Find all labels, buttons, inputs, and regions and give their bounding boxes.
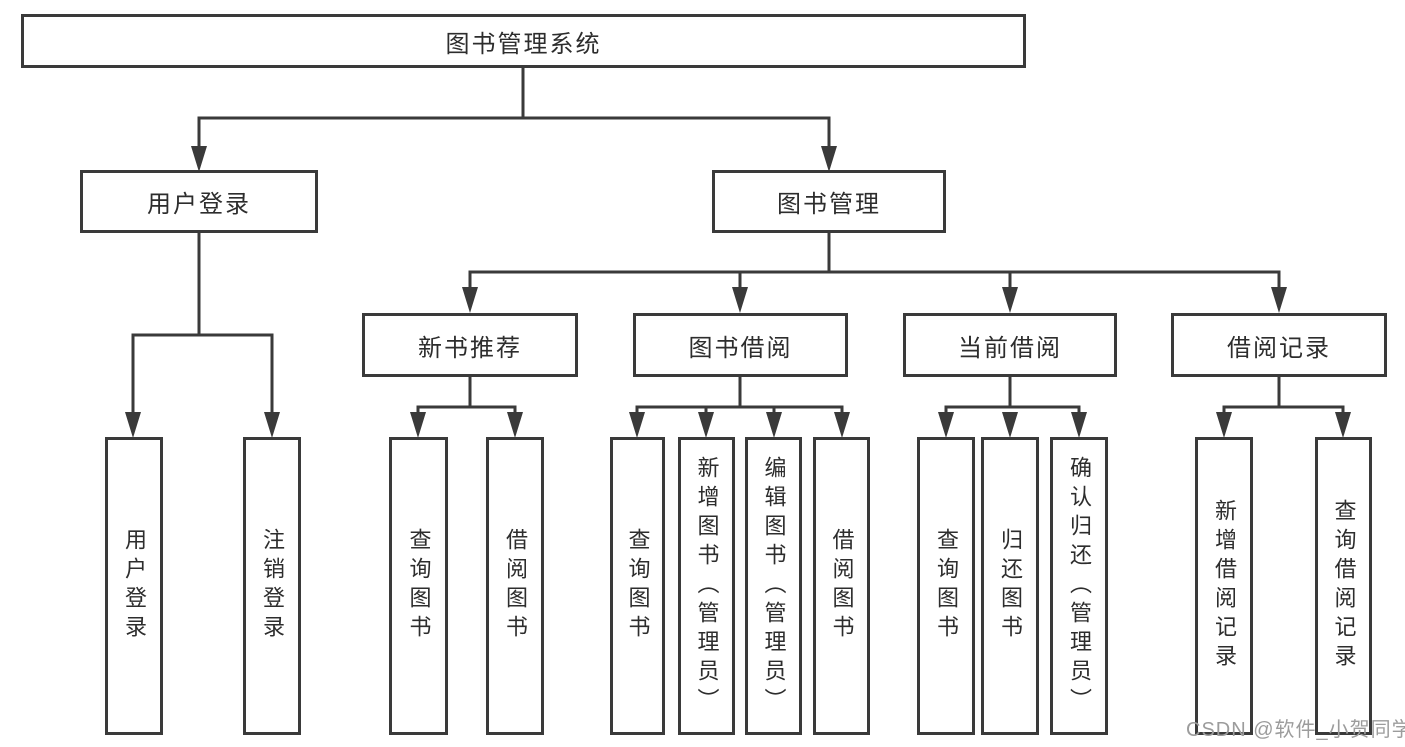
leaf-return-book: 归还图书: [981, 437, 1039, 735]
leaf-add-book-admin: 新增图书（管理员）: [678, 437, 735, 735]
node-borrowing-records: 借阅记录: [1171, 313, 1387, 377]
csdn-watermark: CSDN @软件_小贺同学: [1186, 719, 1405, 741]
node-book-borrowing: 图书借阅: [633, 313, 848, 377]
leaf-query-books-current: 查询图书: [917, 437, 975, 735]
leaf-borrow-books-recommend: 借阅图书: [486, 437, 544, 735]
node-library-management-system: 图书管理系统: [21, 14, 1026, 68]
node-current-borrowing: 当前借阅: [903, 313, 1117, 377]
leaf-query-books-borrowing: 查询图书: [610, 437, 665, 735]
node-new-book-recommendation: 新书推荐: [362, 313, 578, 377]
node-user-login: 用户登录: [80, 170, 318, 233]
leaf-user-login: 用户登录: [105, 437, 163, 735]
leaf-query-borrow-record: 查询借阅记录: [1315, 437, 1372, 735]
leaf-edit-book-admin: 编辑图书（管理员）: [745, 437, 802, 735]
leaf-logout: 注销登录: [243, 437, 301, 735]
leaf-query-books-recommend: 查询图书: [389, 437, 448, 735]
leaf-borrow-books-borrowing: 借阅图书: [813, 437, 870, 735]
leaf-confirm-return-admin: 确认归还（管理员）: [1050, 437, 1108, 735]
leaf-add-borrow-record: 新增借阅记录: [1195, 437, 1253, 735]
node-book-management: 图书管理: [712, 170, 946, 233]
